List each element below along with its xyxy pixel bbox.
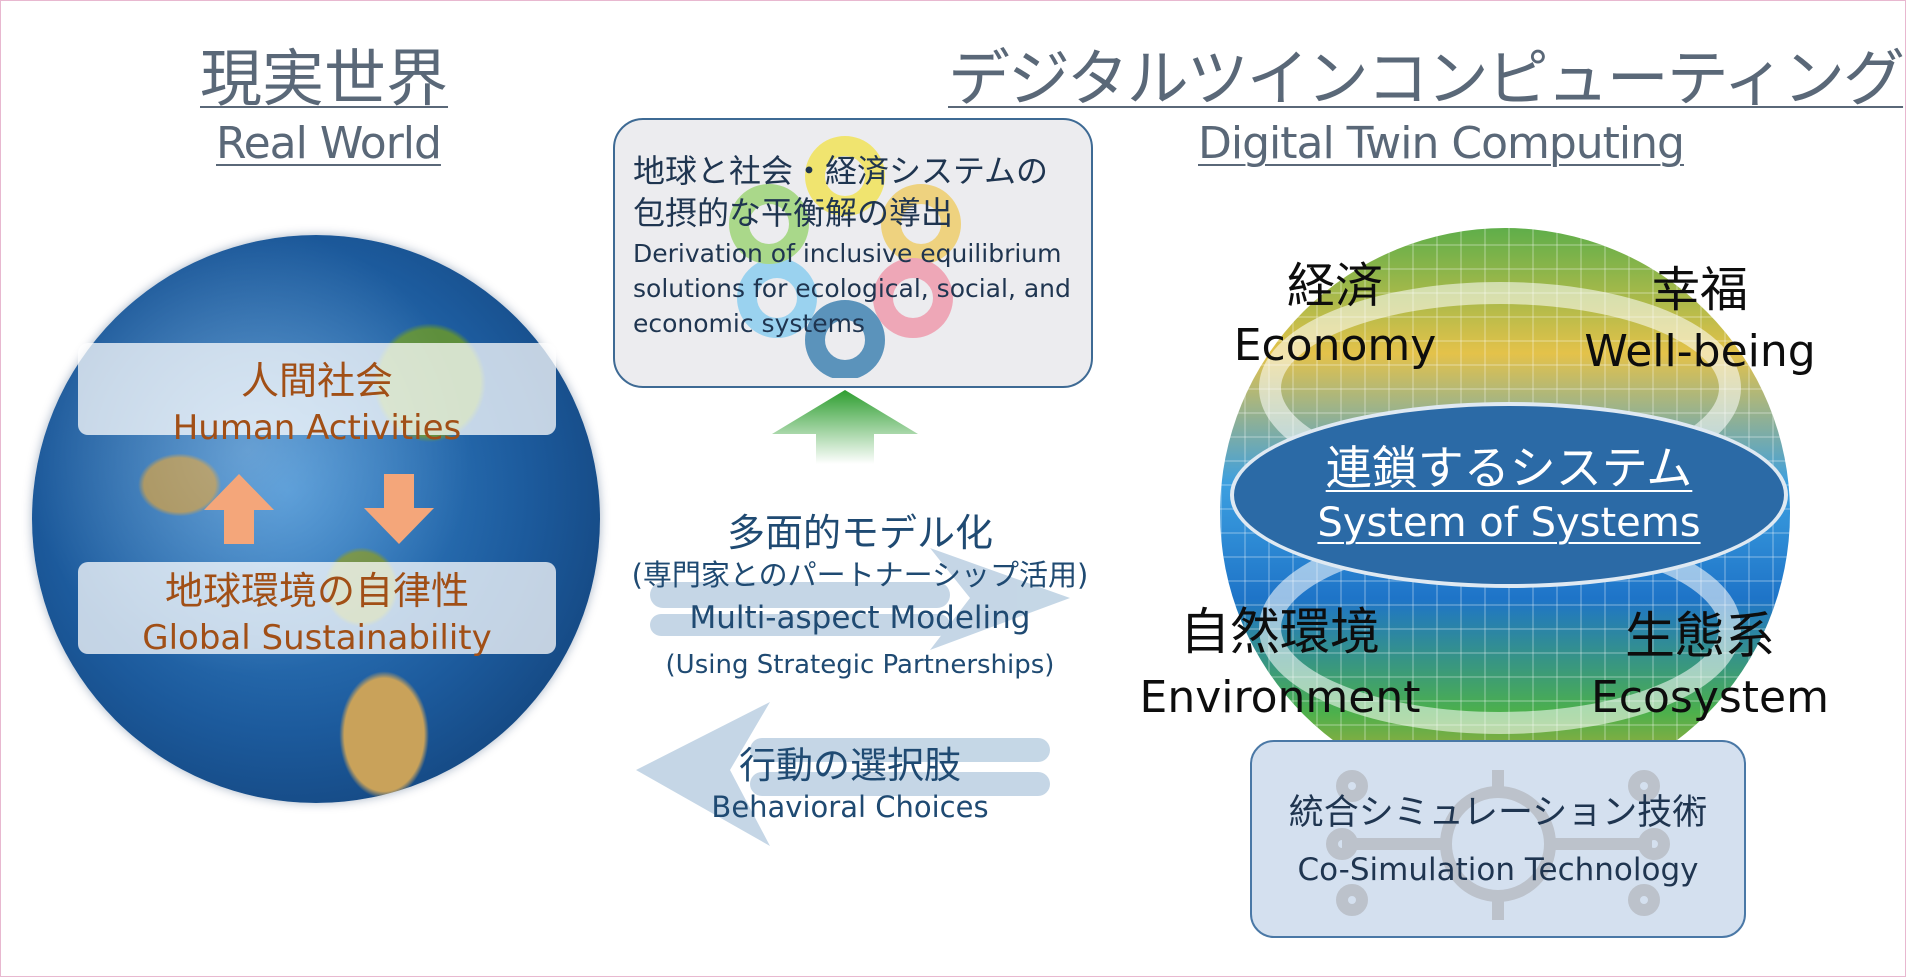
wellbeing-en: Well-being xyxy=(1584,326,1816,377)
cosim-jp: 統合シミュレーション技術 xyxy=(1288,793,1708,833)
economy-en: Economy xyxy=(1233,320,1437,371)
cycle-icon xyxy=(729,136,961,378)
human-activities-en: Human Activities xyxy=(172,408,462,448)
earth-globe xyxy=(32,235,600,803)
sos-jp: 連鎖するシステム xyxy=(1325,441,1693,495)
choices-jp: 行動の選択肢 xyxy=(739,744,961,787)
real-world-title-jp: 現実世界 xyxy=(200,42,449,115)
modeling-en: Multi-aspect Modeling xyxy=(689,600,1031,636)
wellbeing-jp: 幸福 xyxy=(1651,262,1748,318)
gear-circuit-icon xyxy=(1326,770,1670,920)
choices-en: Behavioral Choices xyxy=(711,790,989,824)
down-arrow-icon xyxy=(364,474,434,544)
digital-twin-title-en: Digital Twin Computing xyxy=(1198,118,1685,169)
environment-jp: 自然環境 xyxy=(1180,603,1380,661)
right-arrow-icon xyxy=(650,548,1070,650)
ecosystem-jp: 生態系 xyxy=(1625,607,1775,665)
sos-en: System of Systems xyxy=(1317,500,1701,546)
human-activities-jp: 人間社会 xyxy=(240,359,393,403)
modeling-en-sub: (Using Strategic Partnerships) xyxy=(665,650,1055,680)
equilibrium-goal-box xyxy=(613,118,1093,388)
global-sustainability-en: Global Sustainability xyxy=(142,618,492,658)
left-arrow-icon xyxy=(636,702,1050,846)
goal-en-line1: Derivation of inclusive equilibrium xyxy=(633,239,1062,268)
real-world-title-en: Real World xyxy=(216,118,442,169)
up-arrow-icon xyxy=(204,474,274,544)
digital-twin-title-jp: デジタルツインコンピューティング xyxy=(948,42,1905,115)
environment-en: Environment xyxy=(1139,672,1421,723)
goal-en-line2: solutions for ecological, social, and xyxy=(633,274,1071,303)
global-sustainability-jp: 地球環境の自律性 xyxy=(164,569,469,613)
green-up-arrow-icon xyxy=(772,390,918,464)
economy-jp: 経済 xyxy=(1286,258,1383,314)
goal-text-en: Derivation of inclusive equilibrium solu… xyxy=(633,236,1083,341)
goal-jp-line1: 地球と社会・経済システムの xyxy=(633,152,1049,190)
goal-en-line3: economic systems xyxy=(633,309,865,338)
modeling-jp: 多面的モデル化 xyxy=(726,511,993,555)
system-of-systems-ellipse xyxy=(1230,402,1788,588)
human-activities-band xyxy=(78,343,556,435)
ecosystem-en: Ecosystem xyxy=(1591,672,1829,723)
goal-text-jp: 地球と社会・経済システムの 包摂的な平衡解の導出 xyxy=(633,150,1083,234)
co-simulation-box xyxy=(1250,740,1746,938)
modeling-jp-sub: (専門家とのパートナーシップ活用) xyxy=(631,558,1089,592)
cosim-en: Co-Simulation Technology xyxy=(1297,852,1699,888)
goal-jp-line2: 包摂的な平衡解の導出 xyxy=(633,194,954,232)
global-sustainability-band xyxy=(78,562,556,654)
